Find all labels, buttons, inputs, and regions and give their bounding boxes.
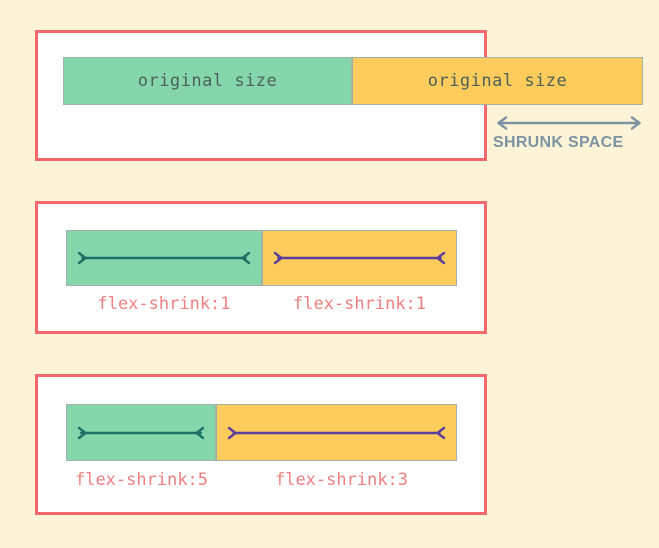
flex-item-green-shrink-5 [66,404,216,461]
caption-flex-shrink-green: flex-shrink:5 [74,470,209,490]
shrunk-space-annotation: SHRUNK SPACE [493,115,645,152]
flex-item-orange-original: original size [352,57,643,105]
flex-item-green-original: original size [63,57,352,105]
flex-container-shrink-equal [66,230,457,286]
measure-arrow-green [77,426,205,440]
double-arrow-horizontal-icon [497,116,641,130]
flex-item-label: original size [137,71,278,91]
shrunk-space-label: SHRUNK SPACE [493,134,624,151]
caption-flex-shrink-orange: flex-shrink:3 [274,470,409,490]
caption-flex-shrink-green: flex-shrink:1 [97,294,231,314]
captions-shrink-equal: flex-shrink:1 flex-shrink:1 [66,294,457,314]
flex-item-label: original size [427,71,568,91]
captions-shrink-weighted: flex-shrink:5 flex-shrink:3 [60,470,460,490]
flex-container-original: original size original size [63,57,643,105]
flex-item-orange-shrink-3 [216,404,457,461]
flex-item-green-shrink-1 [66,230,262,286]
measure-arrow-green [77,251,251,265]
measure-arrow-orange [227,426,446,440]
caption-flex-shrink-orange: flex-shrink:1 [292,294,427,314]
flex-item-orange-shrink-1 [262,230,457,286]
measure-arrow-orange [273,251,446,265]
flex-container-shrink-weighted [66,404,457,461]
